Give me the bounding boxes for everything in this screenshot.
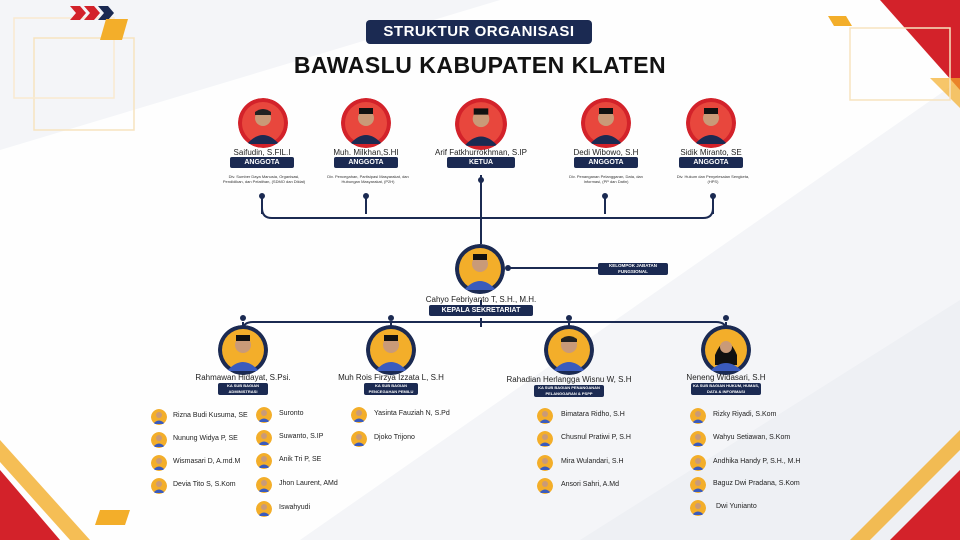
subhead-role-badge: KA SUB BAGIAN PENCEGAHAN PEMILU	[364, 383, 418, 395]
subhead-role-badge: KA SUB BAGIAN HUKUM, HUMAS, DATA & INFOR…	[691, 383, 761, 395]
staff-name: Baguz Dwi Pradana, S.Kom	[713, 480, 800, 487]
member-avatar	[455, 98, 507, 150]
staff-avatar	[537, 455, 553, 471]
staff-name: Rizna Budi Kusuma, SE	[173, 412, 248, 419]
staff-avatar	[151, 432, 167, 448]
member-name: Dedi Wibowo, S.H	[573, 148, 639, 157]
staff-name: Nunung Widya P, SE	[173, 435, 238, 442]
staff-name: Jhon Laurent, AMd	[279, 480, 338, 487]
subhead-name: Rahadian Herlangga Wisnu W, S.H	[506, 375, 632, 384]
subhead-avatar	[544, 325, 594, 375]
subhead-name: Muh Rois Firzya Izzata L, S.H	[338, 373, 444, 382]
subhead-name: Rahmawan Hidayat, S.Psi.	[195, 373, 291, 382]
member-name: Saifudin, S.FIL.I	[233, 148, 291, 157]
staff-avatar	[690, 500, 706, 516]
member-avatar	[581, 98, 631, 148]
staff-avatar	[690, 455, 706, 471]
page-title: STRUKTUR ORGANISASI	[366, 20, 592, 44]
subhead-name: Neneng Widasari, S.H	[686, 373, 766, 382]
staff-avatar	[537, 431, 553, 447]
member-division: Div. Pencegahan, Partisipasi Masyarakat,…	[327, 174, 409, 184]
staff-name: Anik Tri P, SE	[279, 456, 322, 463]
staff-avatar	[256, 430, 272, 446]
staff-name: Andhika Handy P, S.H., M.H	[713, 458, 801, 465]
member-avatar	[686, 98, 736, 148]
staff-avatar	[351, 431, 367, 447]
staff-name: Yasinta Fauziah N, S.Pd	[374, 410, 450, 417]
page-subtitle: BAWASLU KABUPATEN KLATEN	[293, 52, 667, 78]
staff-avatar	[690, 431, 706, 447]
staff-name: Bimatara Ridho, S.H	[561, 411, 625, 418]
staff-name: Iswahyudi	[279, 504, 311, 511]
member-avatar	[341, 98, 391, 148]
staff-name: Dwi Yunianto	[716, 503, 757, 510]
staff-name: Mira Wulandari, S.H	[561, 458, 624, 465]
staff-name: Wismasari D, A.md.M	[173, 458, 241, 465]
member-name: Sidik Miranto, SE	[680, 148, 742, 157]
staff-name: Ansori Sahri, A.Md	[561, 481, 619, 488]
member-name: Muh. Milkhan,S.HI	[333, 148, 399, 157]
secretary-role-badge: KEPALA SEKRETARIAT	[429, 305, 533, 316]
member-role-badge: KETUA	[447, 157, 515, 168]
staff-avatar	[351, 407, 367, 423]
staff-name: Chusnul Pratiwi P, S.H	[561, 434, 631, 441]
member-division: Div. Sumber Daya Manusia, Organisasi, Pe…	[222, 174, 306, 184]
member-role-badge: ANGGOTA	[334, 157, 398, 168]
staff-avatar	[151, 455, 167, 471]
staff-name: Rizky Riyadi, S.Kom	[713, 411, 777, 418]
subhead-role-badge: KA SUB BAGIAN PENANGANAN PELANGGARAN & P…	[534, 385, 604, 397]
staff-avatar	[537, 408, 553, 424]
staff-avatar	[151, 409, 167, 425]
subhead-avatar	[218, 325, 268, 375]
subhead-avatar	[701, 325, 751, 375]
staff-avatar	[256, 407, 272, 423]
staff-name: Wahyu Setiawan, S.Kom	[713, 434, 791, 441]
member-role-badge: ANGGOTA	[230, 157, 294, 168]
staff-avatar	[151, 478, 167, 494]
staff-avatar	[256, 501, 272, 517]
staff-name: Djoko Trijono	[374, 434, 415, 441]
member-division: Div. Hukum dan Penyelesaian Sengketa, (H…	[676, 174, 750, 184]
staff-avatar	[690, 477, 706, 493]
staff-name: Devia Tito S, S.Kom	[173, 481, 236, 488]
member-role-badge: ANGGOTA	[574, 157, 638, 168]
staff-avatar	[256, 453, 272, 469]
staff-name: Suronto	[279, 410, 304, 417]
fungsional-group-badge: KELOMPOK JABATAN FUNGSIONAL	[598, 263, 668, 275]
member-role-badge: ANGGOTA	[679, 157, 743, 168]
staff-avatar	[690, 408, 706, 424]
staff-avatar	[256, 477, 272, 493]
subhead-avatar	[366, 325, 416, 375]
secretary-avatar	[455, 244, 505, 294]
secretary-name: Cahyo Febriyanto T, S.H., M.H.	[425, 295, 537, 304]
member-avatar	[238, 98, 288, 148]
staff-avatar	[537, 478, 553, 494]
member-name: Arif Fatkhurrokhman, S.IP	[434, 148, 528, 157]
staff-name: Suwanto, S.IP	[279, 433, 324, 440]
subhead-role-badge: KA SUB BAGIAN ADMINISTRASI	[218, 383, 268, 395]
member-division: Div. Penanganan Pelanggaran, Data, dan I…	[569, 174, 643, 184]
